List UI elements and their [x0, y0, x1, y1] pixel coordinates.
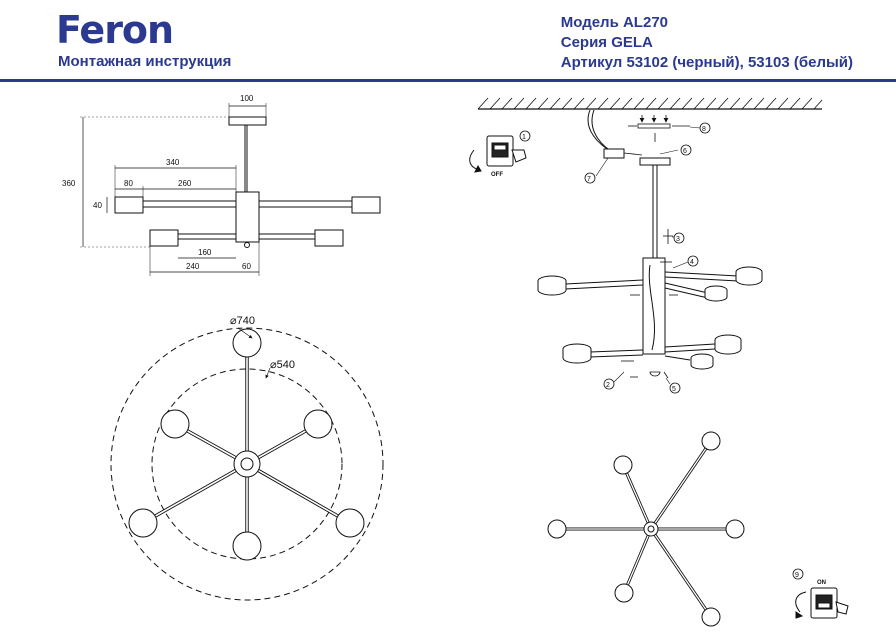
callout-2: 2 [606, 382, 610, 389]
dim-260: 260 [178, 179, 192, 188]
callout-5: 5 [672, 386, 676, 393]
diameter-740-label: ⌀740 [230, 315, 255, 327]
switch-off-icon [469, 135, 527, 173]
header-divider [0, 79, 896, 82]
dim-160: 160 [198, 248, 212, 257]
dim-240: 240 [186, 262, 200, 271]
front-view-drawing [80, 103, 381, 276]
callout-9: 9 [795, 572, 799, 579]
switch-on-icon [795, 587, 849, 619]
series-label: Серия GELA [560, 34, 653, 51]
dim-60: 60 [242, 262, 251, 271]
dim-100: 100 [240, 94, 254, 103]
callout-6: 6 [683, 148, 687, 155]
switch-on-label: ON [817, 580, 826, 586]
model-label: Модель AL270 [560, 14, 668, 31]
dim-340: 340 [166, 158, 180, 167]
callout-8: 8 [702, 126, 706, 133]
document-subtitle: Монтажная инструкция [58, 53, 232, 70]
callout-3: 3 [676, 236, 680, 243]
top-view-small [547, 431, 745, 627]
installation-diagram [477, 97, 823, 580]
callout-7: 7 [587, 176, 591, 183]
brand-logo: Feron [56, 8, 174, 52]
diameter-540-label: ⌀540 [270, 359, 295, 371]
article-label: Артикул 53102 (черный), 53103 (белый) [560, 54, 853, 71]
switch-off-label: OFF [491, 172, 503, 178]
dim-40: 40 [93, 201, 102, 210]
callout-1: 1 [522, 134, 526, 141]
callout-4: 4 [690, 259, 694, 266]
dim-360: 360 [62, 179, 76, 188]
top-view-drawing [110, 327, 384, 601]
dim-80: 80 [124, 179, 133, 188]
product-info: Модель AL270 Серия GELA Артикул 53102 (ч… [561, 13, 853, 73]
